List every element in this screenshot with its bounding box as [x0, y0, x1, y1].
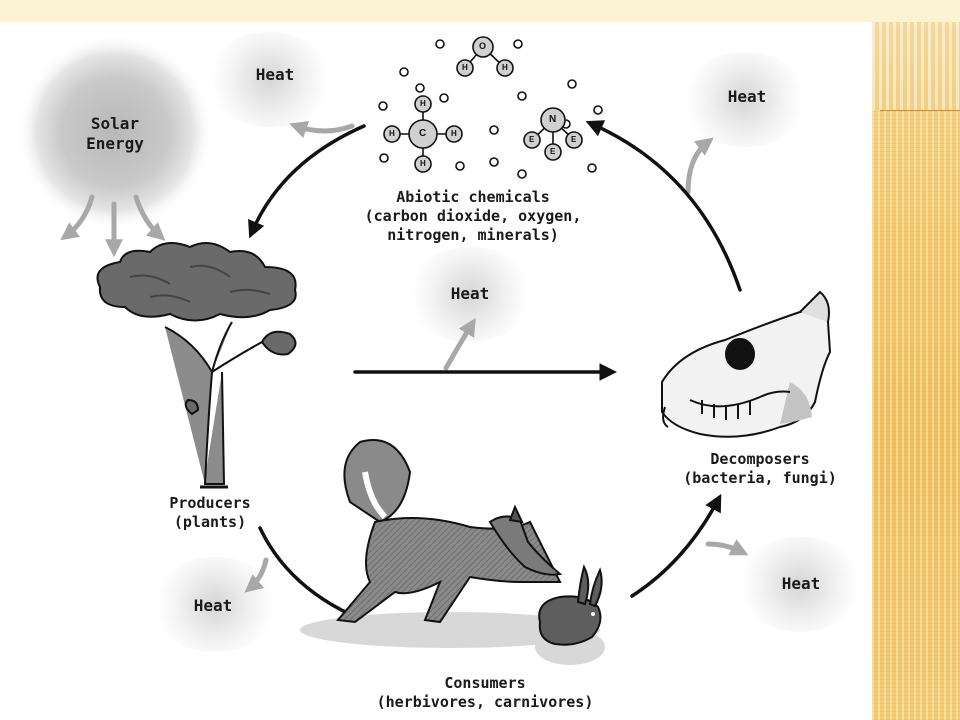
atom-letter: O [479, 41, 487, 51]
abiotic-chemicals-label: Abiotic chemicals (carbon dioxide, oxyge… [348, 188, 598, 244]
heat-label-bottom-left: Heat [193, 596, 233, 615]
solar-ray-arrows [60, 194, 166, 258]
rabbit-icon [535, 564, 605, 665]
atom-letter: H [420, 99, 426, 108]
atom-letter: E [550, 147, 556, 156]
heat-label-center: Heat [450, 284, 490, 303]
heat-arrows [244, 121, 749, 593]
atom-letter: C [419, 128, 427, 139]
diagram-drawing [17, 34, 832, 665]
atom-dots [378, 39, 603, 179]
methane-molecule-icon [383, 95, 463, 173]
heat-glow [680, 52, 810, 147]
consumers-title: Consumers [444, 674, 526, 692]
atom-letter: E [571, 135, 577, 144]
atom-letter: H [462, 63, 468, 72]
fox-icon [300, 439, 600, 648]
atom-letter: N [549, 114, 557, 125]
atom-letter: H [420, 159, 426, 168]
water-molecule-icon [456, 36, 514, 77]
decorative-side-panel-top [872, 22, 960, 110]
heat-label-top-left: Heat [255, 65, 295, 84]
heat-glow [735, 537, 865, 632]
consumers-subtitle: (herbivores, carnivores) [376, 692, 594, 711]
producers-label: Producers (plants) [150, 494, 270, 532]
abiotic-title: Abiotic chemicals [396, 188, 550, 206]
abiotic-line-3: nitrogen, minerals) [387, 225, 559, 244]
heat-glow [205, 32, 335, 127]
producers-subtitle: (plants) [173, 512, 247, 531]
tree-icon [96, 242, 297, 489]
solar-label-line: Solar [90, 114, 140, 133]
atom-letters: O H H C H H H H N E E E [0, 22, 872, 720]
atom-letter: H [389, 129, 395, 138]
decomposers-subtitle: (bacteria, fungi) [683, 468, 837, 487]
energy-cycle-diagram: Solar Energy Heat Heat Heat Heat Heat Ab… [0, 22, 872, 720]
atom-letter: H [451, 129, 457, 138]
abiotic-line-2: (carbon dioxide, oxygen, [364, 206, 582, 225]
consumers-label: Consumers (herbivores, carnivores) [355, 674, 615, 712]
decomposers-title: Decomposers [710, 450, 810, 468]
sun-icon [17, 34, 213, 230]
decorative-side-panel [872, 22, 960, 720]
decomposers-label: Decomposers (bacteria, fungi) [670, 450, 850, 488]
heat-label-bottom-right: Heat [781, 574, 821, 593]
atom-letter: E [529, 135, 535, 144]
atom-letter: H [502, 63, 508, 72]
skull-icon [661, 290, 832, 438]
heat-glow [150, 557, 280, 652]
nitrogen-molecule-icon [523, 107, 583, 161]
producers-title: Producers [169, 494, 251, 512]
slide-top-band [0, 0, 960, 22]
solar-energy-label: Solar Energy [60, 114, 170, 154]
energy-label-line: Energy [86, 134, 144, 153]
heat-label-top-right: Heat [727, 87, 767, 106]
accent-line [880, 110, 960, 111]
